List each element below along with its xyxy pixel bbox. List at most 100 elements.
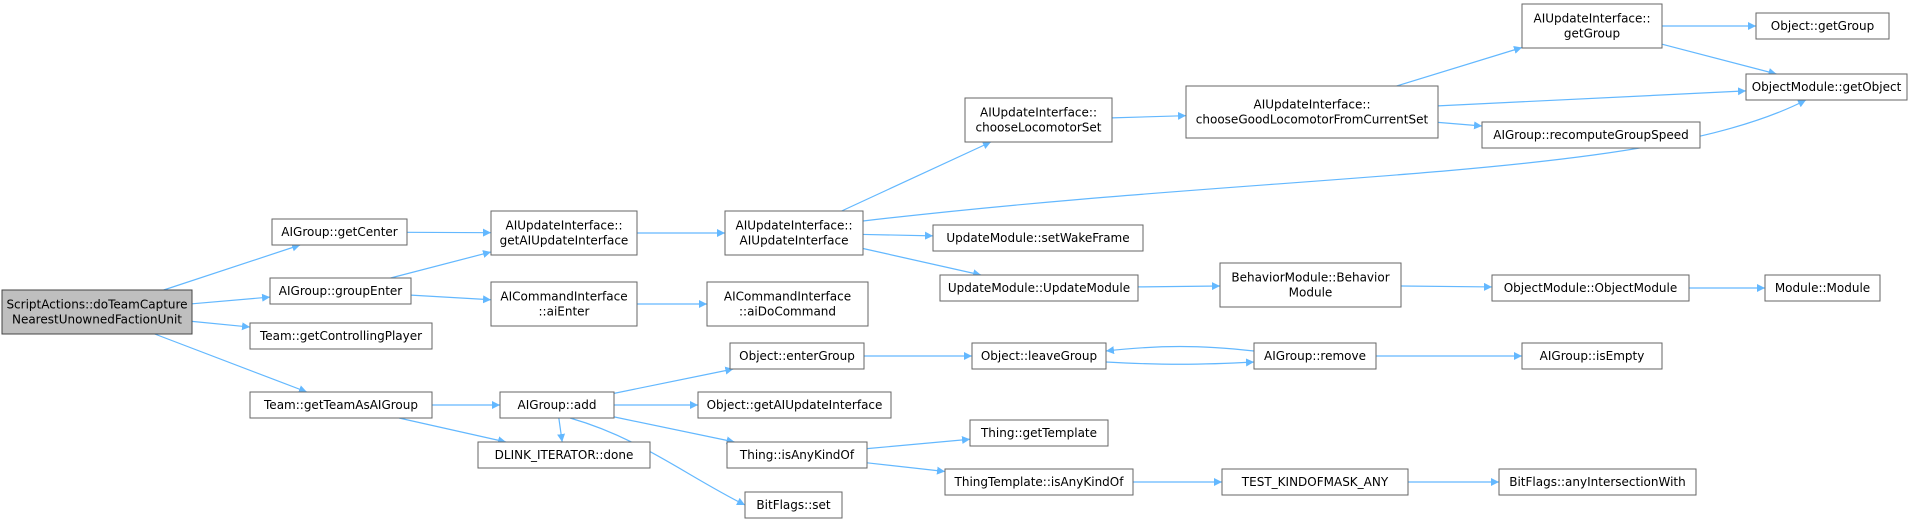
edge-bm-ctor-to-om-ctor xyxy=(1400,282,1493,291)
node-label: AIUpdateInterface xyxy=(740,234,849,248)
node-label: ObjectModule::ObjectModule xyxy=(1504,281,1678,295)
node-om-getObject[interactable]: ObjectModule::getObject xyxy=(1745,73,1908,101)
node-label: Object::enterGroup xyxy=(739,349,855,363)
node-label: chooseLocomotorSet xyxy=(976,121,1102,135)
node-obj-leaveGroup[interactable]: Object::leaveGroup xyxy=(971,342,1107,370)
node-tt-isAnyKindOf[interactable]: ThingTemplate::isAnyKindOf xyxy=(944,468,1134,496)
node-box xyxy=(249,322,433,350)
edge-root-to-team-getTeamAsAIGroup xyxy=(154,333,308,393)
node-label: Team::getControllingPlayer xyxy=(259,329,422,343)
node-aig-getCenter[interactable]: AIGroup::getCenter xyxy=(271,218,408,246)
node-box xyxy=(271,218,408,246)
node-thing-isAnyKindOf[interactable]: Thing::isAnyKindOf xyxy=(726,441,868,469)
node-aiui-ctor[interactable]: AIUpdateInterface::AIUpdateInterface xyxy=(724,210,864,256)
node-label: TEST_KINDOFMASK_ANY xyxy=(1241,475,1389,489)
node-box xyxy=(269,277,412,305)
node-aig-remove[interactable]: AIGroup::remove xyxy=(1253,342,1377,370)
node-aici-aiDoCommand[interactable]: AICommandInterface::aiDoCommand xyxy=(706,281,869,327)
edge-aig-add-to-dlink-done xyxy=(557,417,566,443)
node-label: AIGroup::add xyxy=(518,398,597,412)
node-box xyxy=(1,289,193,335)
node-obj-enterGroup[interactable]: Object::enterGroup xyxy=(729,342,865,370)
node-label: AIUpdateInterface:: xyxy=(980,106,1097,120)
node-aig-groupEnter[interactable]: AIGroup::groupEnter xyxy=(269,277,412,305)
node-label: AICommandInterface xyxy=(500,290,627,304)
node-um-ctor[interactable]: UpdateModule::UpdateModule xyxy=(939,274,1139,302)
node-aiui-chooseLocomotorSet[interactable]: AIUpdateInterface::chooseLocomotorSet xyxy=(964,97,1113,143)
node-box xyxy=(249,391,433,419)
node-module-ctor[interactable]: Module::Module xyxy=(1764,274,1881,302)
node-om-ctor[interactable]: ObjectModule::ObjectModule xyxy=(1491,274,1690,302)
node-label: AIUpdateInterface:: xyxy=(505,219,622,233)
node-um-setWakeFrame[interactable]: UpdateModule::setWakeFrame xyxy=(932,224,1144,252)
edge-root-to-aig-groupEnter xyxy=(191,293,271,305)
node-box xyxy=(697,391,892,419)
node-box xyxy=(706,281,869,327)
node-box xyxy=(1491,274,1690,302)
node-label: Object::getAIUpdateInterface xyxy=(707,398,883,412)
edge-team-getTeamAsAIGroup-to-dlink-done xyxy=(398,417,507,445)
edge-root-to-aig-getCenter xyxy=(163,243,301,291)
edge-root-to-team-getControllingPlayer xyxy=(191,320,251,331)
node-box xyxy=(499,391,615,419)
node-aiui-chooseGoodLoco[interactable]: AIUpdateInterface::chooseGoodLocomotorFr… xyxy=(1185,85,1439,139)
edge-aiui-chooseGoodLoco-to-aiui-getGroup xyxy=(1396,46,1523,87)
edge-thing-isAnyKindOf-to-tt-isAnyKindOf xyxy=(866,462,946,475)
node-aiui-getAIUpdateInterface[interactable]: AIUpdateInterface::getAIUpdateInterface xyxy=(490,210,638,256)
node-obj-getAIUpdateInterface[interactable]: Object::getAIUpdateInterface xyxy=(697,391,892,419)
node-label: AIUpdateInterface:: xyxy=(1253,98,1370,112)
node-box xyxy=(1521,342,1663,370)
node-team-getControllingPlayer[interactable]: Team::getControllingPlayer xyxy=(249,322,433,350)
nodes: ScriptActions::doTeamCaptureNearestUnown… xyxy=(1,3,1908,519)
node-root: ScriptActions::doTeamCaptureNearestUnown… xyxy=(1,289,193,335)
node-dlink-done[interactable]: DLINK_ITERATOR::done xyxy=(477,441,651,469)
node-aig-isEmpty[interactable]: AIGroup::isEmpty xyxy=(1521,342,1663,370)
node-aig-recompute[interactable]: AIGroup::recomputeGroupSpeed xyxy=(1481,121,1701,149)
node-label: AIGroup::recomputeGroupSpeed xyxy=(1493,128,1689,142)
node-box xyxy=(971,342,1107,370)
node-box xyxy=(1755,12,1890,40)
edge-aig-groupEnter-to-aiui-getAIUpdateInterface xyxy=(390,250,492,279)
node-label: Module xyxy=(1289,286,1333,300)
node-box xyxy=(1185,85,1439,139)
edge-aiui-getGroup-to-om-getObject xyxy=(1661,43,1777,76)
edge-aig-add-to-thing-isAnyKindOf xyxy=(613,416,735,445)
node-aici-aiEnter[interactable]: AICommandInterface::aiEnter xyxy=(490,281,638,327)
edge-aiui-chooseGoodLoco-to-aig-recompute xyxy=(1437,121,1483,130)
node-label: ::aiDoCommand xyxy=(739,305,836,319)
node-box xyxy=(1219,262,1402,308)
edge-aiui-chooseLocomotorSet-to-aiui-chooseGoodLoco xyxy=(1111,111,1187,120)
node-box xyxy=(1498,468,1697,496)
node-label: chooseGoodLocomotorFromCurrentSet xyxy=(1196,113,1429,127)
edge-aig-remove-to-obj-leaveGroup xyxy=(1105,345,1255,355)
node-label: DLINK_ITERATOR::done xyxy=(495,448,634,462)
node-team-getTeamAsAIGroup[interactable]: Team::getTeamAsAIGroup xyxy=(249,391,433,419)
node-bf-anyIntersection[interactable]: BitFlags::anyIntersectionWith xyxy=(1498,468,1697,496)
node-aiui-getGroup[interactable]: AIUpdateInterface::getGroup xyxy=(1521,3,1663,49)
edge-aiui-ctor-to-um-setWakeFrame xyxy=(862,231,934,240)
node-label: NearestUnownedFactionUnit xyxy=(12,313,182,327)
node-box xyxy=(1253,342,1377,370)
edge-aiui-ctor-to-um-ctor xyxy=(862,247,982,278)
node-label: AIGroup::groupEnter xyxy=(279,284,402,298)
node-box xyxy=(726,441,868,469)
node-aig-add[interactable]: AIGroup::add xyxy=(499,391,615,419)
node-obj-getGroup[interactable]: Object::getGroup xyxy=(1755,12,1890,40)
edge-aiui-chooseGoodLoco-to-om-getObject xyxy=(1437,87,1747,107)
node-label: Object::leaveGroup xyxy=(981,349,1097,363)
node-bm-ctor[interactable]: BehaviorModule::BehaviorModule xyxy=(1219,262,1402,308)
node-label: BehaviorModule::Behavior xyxy=(1231,271,1389,285)
node-box xyxy=(964,97,1113,143)
node-box xyxy=(477,441,651,469)
node-box xyxy=(1745,73,1908,101)
node-thing-getTemplate[interactable]: Thing::getTemplate xyxy=(969,419,1109,447)
node-label: Object::getGroup xyxy=(1771,19,1874,33)
node-box xyxy=(1221,468,1409,496)
edges xyxy=(154,22,1807,506)
node-label: ThingTemplate::isAnyKindOf xyxy=(954,475,1125,489)
node-bitflags-set[interactable]: BitFlags::set xyxy=(744,491,843,519)
node-test-kindofmask[interactable]: TEST_KINDOFMASK_ANY xyxy=(1221,468,1409,496)
node-box xyxy=(1764,274,1881,302)
node-box xyxy=(729,342,865,370)
